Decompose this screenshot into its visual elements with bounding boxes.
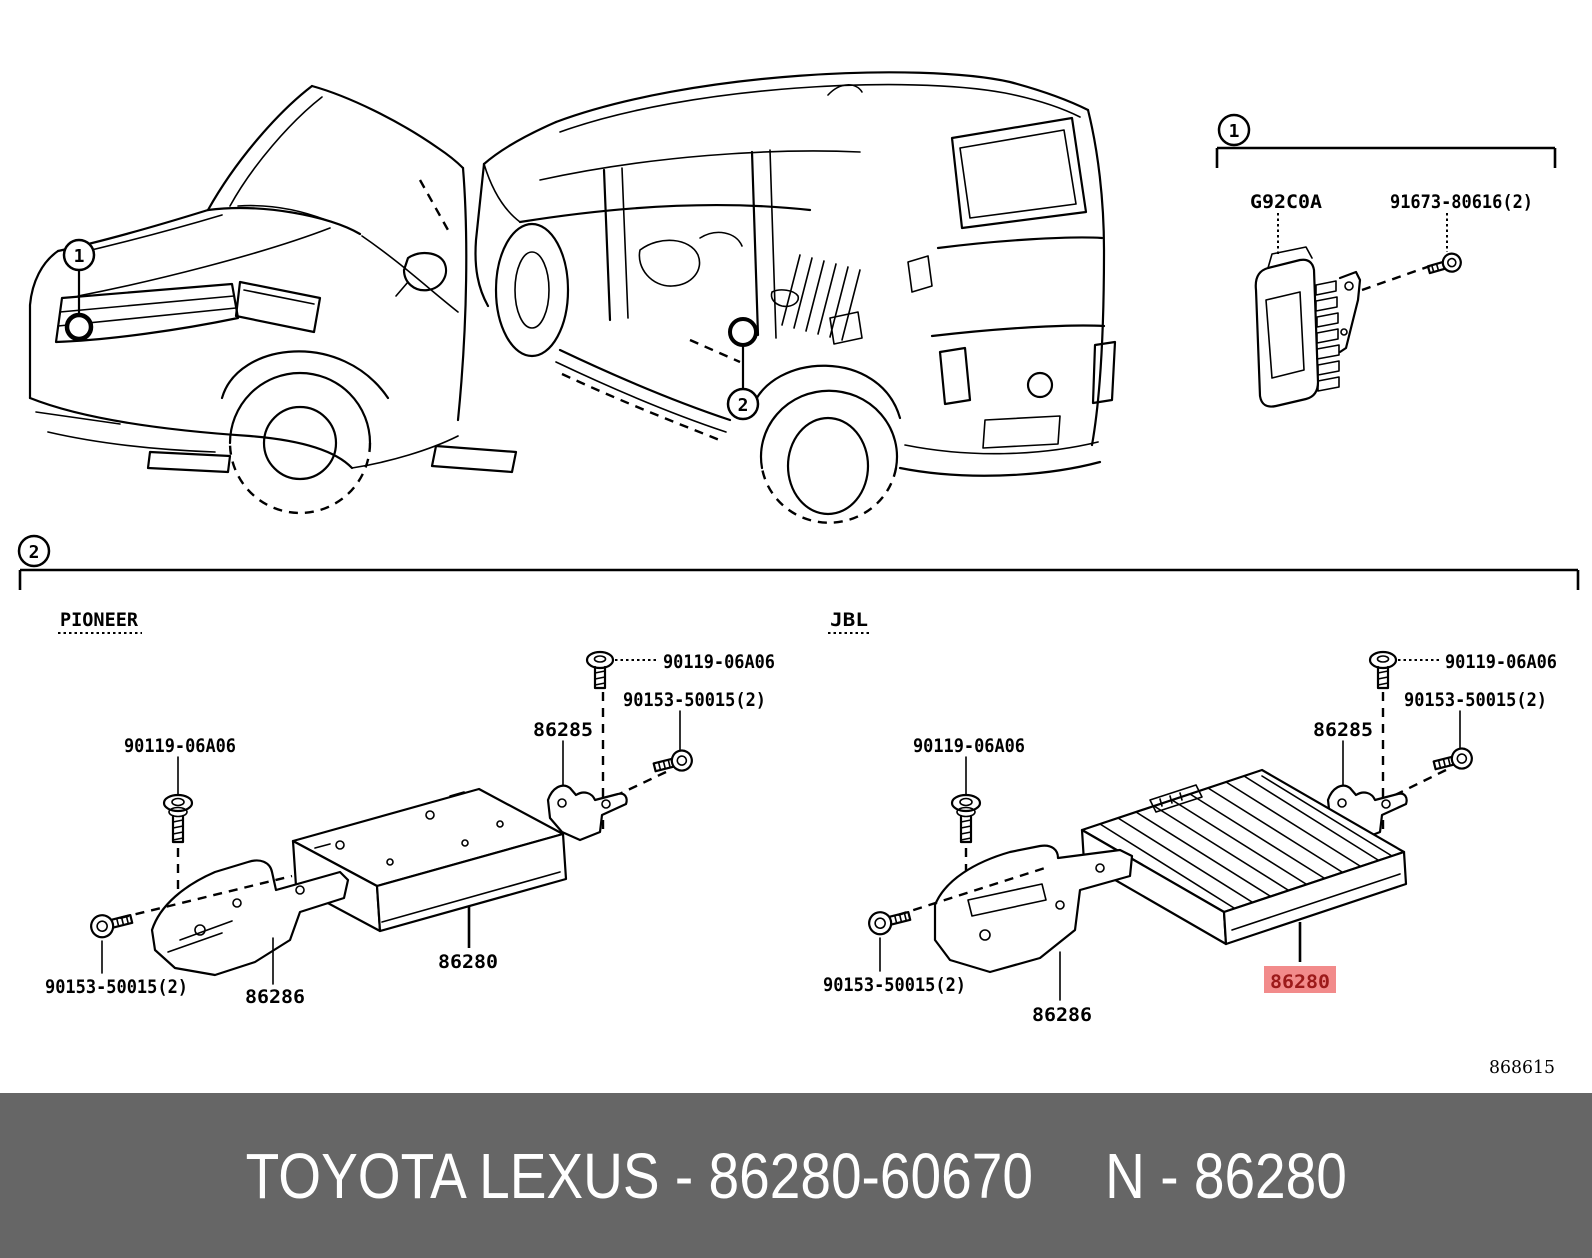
front-car-callout[interactable]: 1 bbox=[62, 238, 96, 342]
section-1-callout[interactable] bbox=[1217, 113, 1251, 147]
front-car-drawing bbox=[28, 84, 518, 515]
section-2-number: 2 bbox=[29, 542, 40, 563]
jbl-title: JBL bbox=[830, 609, 868, 631]
part-label-91673-80616[interactable]: 91673-80616(2) bbox=[1390, 191, 1533, 213]
jbl-bolt-right-label[interactable]: 90119-06A06 bbox=[1445, 651, 1557, 673]
footer-part-number: TOYOTA LEXUS - 86280-60670 bbox=[245, 1139, 1033, 1212]
jbl-screw-right-drawing bbox=[1432, 747, 1473, 771]
pioneer-bracket-large-label[interactable]: 86286 bbox=[245, 986, 305, 1008]
pioneer-bracket-large-drawing bbox=[150, 859, 350, 977]
footer-part-code: N - 86280 bbox=[1104, 1139, 1347, 1212]
pioneer-screw-left-drawing bbox=[90, 913, 134, 939]
jbl-bolt-left-drawing bbox=[950, 793, 982, 844]
jbl-bracket-small-label[interactable]: 86285 bbox=[1313, 719, 1373, 741]
amplifier-location-marker-front bbox=[64, 312, 94, 342]
jbl-bolt-left-label[interactable]: 90119-06A06 bbox=[913, 735, 1025, 757]
pioneer-section: PIONEER 90119-06A06 86285 90119-06A06 90… bbox=[45, 609, 775, 1008]
pioneer-screw-right-label[interactable]: 90153-50015(2) bbox=[623, 689, 766, 711]
pioneer-bolt-left-label[interactable]: 90119-06A06 bbox=[124, 735, 236, 757]
pioneer-title: PIONEER bbox=[60, 609, 139, 631]
detail-box-1: 1 G92C0A 91673-80616(2) bbox=[1215, 113, 1557, 408]
pioneer-bracket-small-label[interactable]: 86285 bbox=[533, 719, 593, 741]
side-car-callout[interactable]: 2 bbox=[726, 317, 760, 421]
diagram-canvas: 1 bbox=[17, 71, 1580, 1078]
footer-banner: TOYOTA LEXUS - 86280-60670 N - 86280 bbox=[0, 1093, 1592, 1258]
section-2-callout[interactable] bbox=[17, 534, 51, 568]
pioneer-screw-left-label[interactable]: 90153-50015(2) bbox=[45, 976, 188, 998]
jbl-bracket-large-drawing bbox=[933, 844, 1134, 974]
jbl-screw-right-label[interactable]: 90153-50015(2) bbox=[1404, 689, 1547, 711]
amplifier-location-marker-side bbox=[728, 317, 758, 347]
jbl-bolt-right-drawing bbox=[1368, 650, 1398, 690]
part-label-g92c0a[interactable]: G92C0A bbox=[1250, 191, 1323, 213]
section-1-number: 1 bbox=[1229, 121, 1240, 142]
section-2-header: 2 bbox=[17, 534, 1580, 590]
jbl-screw-left-drawing bbox=[868, 910, 912, 936]
screw-91673-drawing bbox=[1426, 252, 1462, 275]
pioneer-screw-right-drawing bbox=[652, 749, 693, 773]
jbl-amplifier-highlight[interactable]: 86280 bbox=[1264, 966, 1336, 993]
callout-1-number: 1 bbox=[74, 246, 85, 267]
pioneer-bolt-right-drawing bbox=[585, 650, 615, 690]
pioneer-bracket-small-drawing bbox=[546, 784, 628, 842]
callout-2-number: 2 bbox=[738, 395, 749, 416]
jbl-bracket-large-label[interactable]: 86286 bbox=[1032, 1004, 1092, 1026]
highlight-background bbox=[1264, 966, 1336, 993]
g92c0a-module-drawing bbox=[1254, 246, 1362, 408]
jbl-amplifier-label[interactable]: 86280 bbox=[1270, 971, 1330, 993]
jbl-screw-left-label[interactable]: 90153-50015(2) bbox=[823, 974, 966, 996]
diagram-code: 868615 bbox=[1489, 1057, 1555, 1078]
side-car-drawing bbox=[474, 71, 1117, 524]
pioneer-bolt-right-label[interactable]: 90119-06A06 bbox=[663, 651, 775, 673]
pioneer-amplifier-label[interactable]: 86280 bbox=[438, 951, 498, 973]
pioneer-amplifier-drawing bbox=[291, 787, 568, 933]
jbl-section: JBL 90119-06A06 86285 90119-06A06 90153-… bbox=[823, 609, 1557, 1026]
pioneer-bolt-left-drawing bbox=[162, 793, 194, 844]
